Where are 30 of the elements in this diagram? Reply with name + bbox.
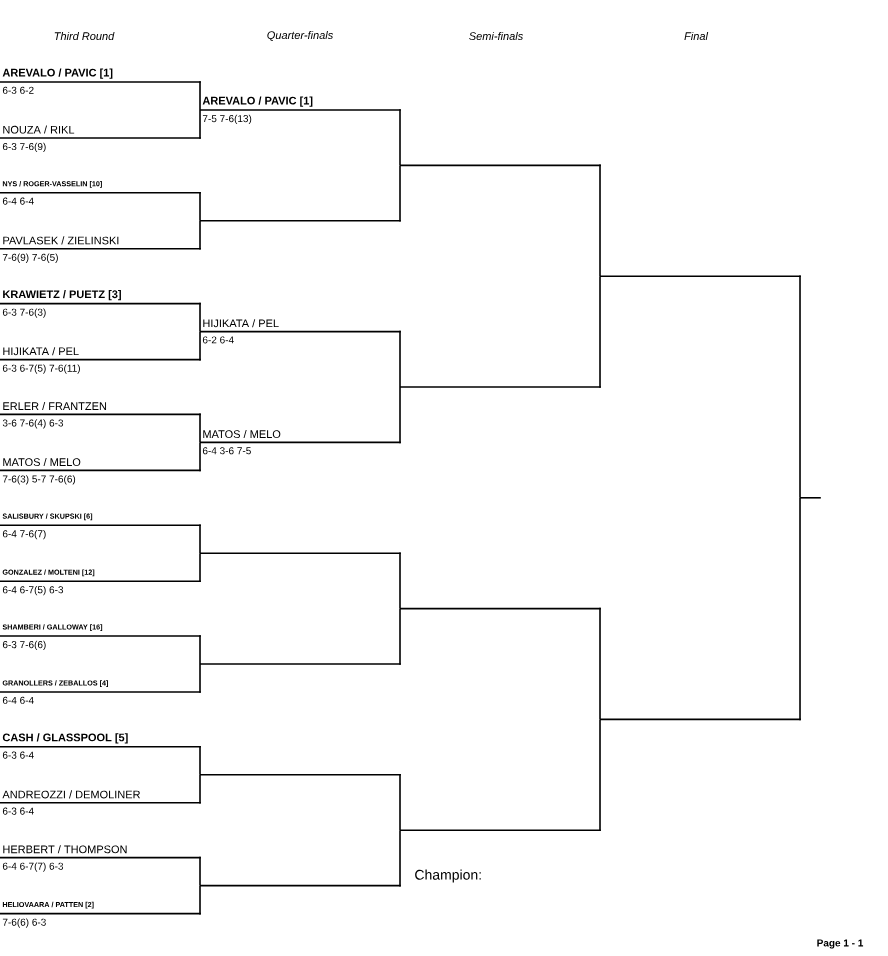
bracket-line xyxy=(199,774,202,804)
bracket-line xyxy=(399,330,402,388)
bracket-line xyxy=(199,192,202,222)
bracket-line xyxy=(199,441,202,472)
bracket-line xyxy=(199,220,202,250)
bracket-line xyxy=(799,497,802,721)
bracket-line xyxy=(599,275,602,388)
bracket-line xyxy=(199,330,202,361)
bracket-line xyxy=(199,552,202,582)
bracket-line xyxy=(399,774,402,831)
bracket-line xyxy=(199,302,202,333)
bracket-line xyxy=(399,829,402,887)
bracket-line xyxy=(199,524,202,554)
bracket-line xyxy=(199,746,202,776)
bracket-line xyxy=(399,386,402,444)
bracket-line xyxy=(399,552,402,610)
bracket-line xyxy=(199,884,202,915)
bracket-line xyxy=(199,413,202,444)
bracket-line xyxy=(199,635,202,665)
bracket-line xyxy=(399,164,402,222)
bracket-line xyxy=(199,856,202,887)
bracket-line xyxy=(199,81,202,111)
bracket-line xyxy=(799,275,802,499)
bracket-line xyxy=(199,109,202,139)
bracket-line xyxy=(399,607,402,665)
bracket-line xyxy=(199,663,202,693)
bracket-line xyxy=(599,164,602,277)
bracket-line xyxy=(599,607,602,721)
bracket-line xyxy=(599,718,602,831)
bracket-line xyxy=(399,109,402,167)
